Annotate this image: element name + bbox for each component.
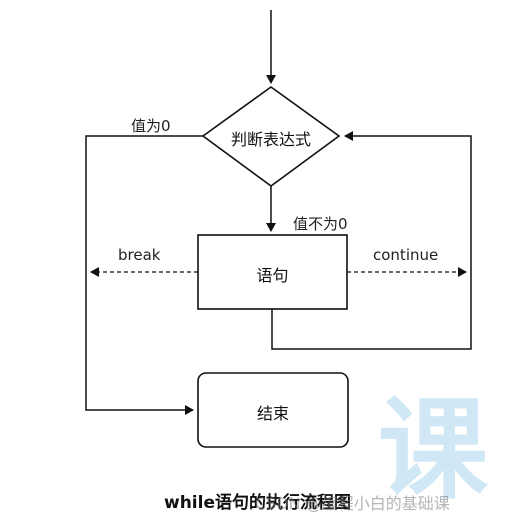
edge-label-nonzero: 值不为0 xyxy=(293,215,348,233)
end-box xyxy=(197,372,349,448)
edge-label-break: break xyxy=(118,246,161,264)
statement-label: 语句 xyxy=(256,266,289,285)
diagram-caption: while语句的执行流程图 xyxy=(164,493,351,513)
end-label: 结束 xyxy=(256,404,289,423)
loop-back-line xyxy=(271,131,472,350)
statement-box xyxy=(197,234,348,310)
watermark-text: CSDN @编程小白的基础课 xyxy=(255,494,450,513)
edge-label-zero: 值为0 xyxy=(131,117,171,135)
zero-path-line xyxy=(85,135,203,415)
edge-label-continue: continue xyxy=(373,246,439,264)
condition-label: 判断表达式 xyxy=(230,130,311,149)
watermark-logo: 课 xyxy=(378,386,488,514)
